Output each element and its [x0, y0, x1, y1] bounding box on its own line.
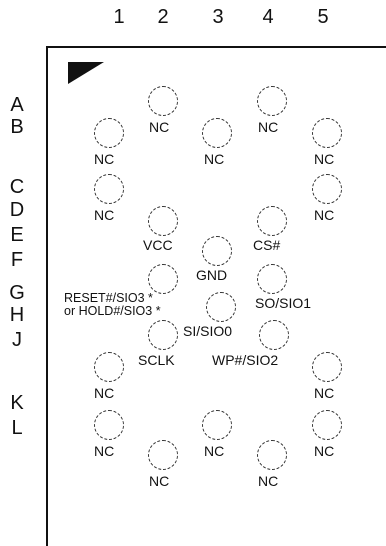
- ball: [259, 320, 289, 350]
- row-letter-j: J: [12, 329, 22, 351]
- ball: [257, 264, 287, 294]
- pin-label-reset: RESET#/SIO3 *: [64, 291, 153, 305]
- row-letter-l: L: [11, 417, 23, 439]
- row-letter-a: A: [10, 94, 24, 116]
- pin-label-nc: NC: [314, 207, 335, 223]
- ball: [202, 410, 232, 440]
- pin-label-vcc: VCC: [143, 237, 173, 253]
- row-letter-d: D: [9, 199, 25, 221]
- ball: [312, 352, 342, 382]
- ball: [148, 86, 178, 116]
- ball: [206, 292, 236, 322]
- pin-label-nc: NC: [314, 151, 335, 167]
- pin-label-so: SO/SIO1: [255, 295, 312, 311]
- column-number-3: 3: [212, 6, 224, 28]
- row-letter-b: B: [10, 116, 24, 138]
- column-number-4: 4: [262, 6, 274, 28]
- column-number-2: 2: [157, 6, 169, 28]
- pin1-marker-icon: [68, 62, 104, 84]
- pin-label-sclk: SCLK: [138, 352, 175, 368]
- row-letter-c: C: [9, 176, 25, 198]
- pin-label-gnd: GND: [196, 267, 228, 283]
- pin-label-nc: NC: [258, 119, 279, 135]
- ball: [312, 410, 342, 440]
- package-outline: [46, 46, 386, 546]
- pin-label-nc: NC: [204, 443, 225, 459]
- pin-label-cs: CS#: [253, 237, 281, 253]
- pin-label-nc: NC: [314, 385, 335, 401]
- ball: [148, 440, 178, 470]
- pin-label-nc: NC: [94, 385, 115, 401]
- ball: [148, 206, 178, 236]
- ball: [312, 174, 342, 204]
- ball: [312, 118, 342, 148]
- ball: [202, 236, 232, 266]
- pin-label-wp: WP#/SIO2: [212, 352, 279, 368]
- pin-label-nc: NC: [94, 151, 115, 167]
- ball: [148, 320, 178, 350]
- pin-label-nc: NC: [258, 473, 279, 489]
- pin-label-nc: NC: [314, 443, 335, 459]
- ball: [257, 86, 287, 116]
- ball: [148, 264, 178, 294]
- column-number-5: 5: [317, 6, 329, 28]
- ball: [94, 410, 124, 440]
- ball: [202, 118, 232, 148]
- row-letter-e: E: [10, 224, 24, 246]
- pin-label-nc: NC: [149, 473, 170, 489]
- row-letter-g: G: [9, 282, 25, 304]
- pin-label-si: SI/SIO0: [183, 323, 233, 339]
- ball: [257, 206, 287, 236]
- pin-label-nc: NC: [94, 207, 115, 223]
- row-letter-f: F: [10, 249, 24, 271]
- column-number-1: 1: [113, 6, 125, 28]
- row-letter-h: H: [9, 304, 25, 326]
- pin-label-nc: NC: [149, 119, 170, 135]
- ball: [94, 118, 124, 148]
- pin-label-nc: NC: [94, 443, 115, 459]
- pin-label-hold: or HOLD#/SIO3 *: [64, 304, 161, 318]
- pin-label-nc: NC: [204, 151, 225, 167]
- ball: [94, 352, 124, 382]
- row-letter-k: K: [10, 392, 24, 414]
- ball: [257, 440, 287, 470]
- ball: [94, 174, 124, 204]
